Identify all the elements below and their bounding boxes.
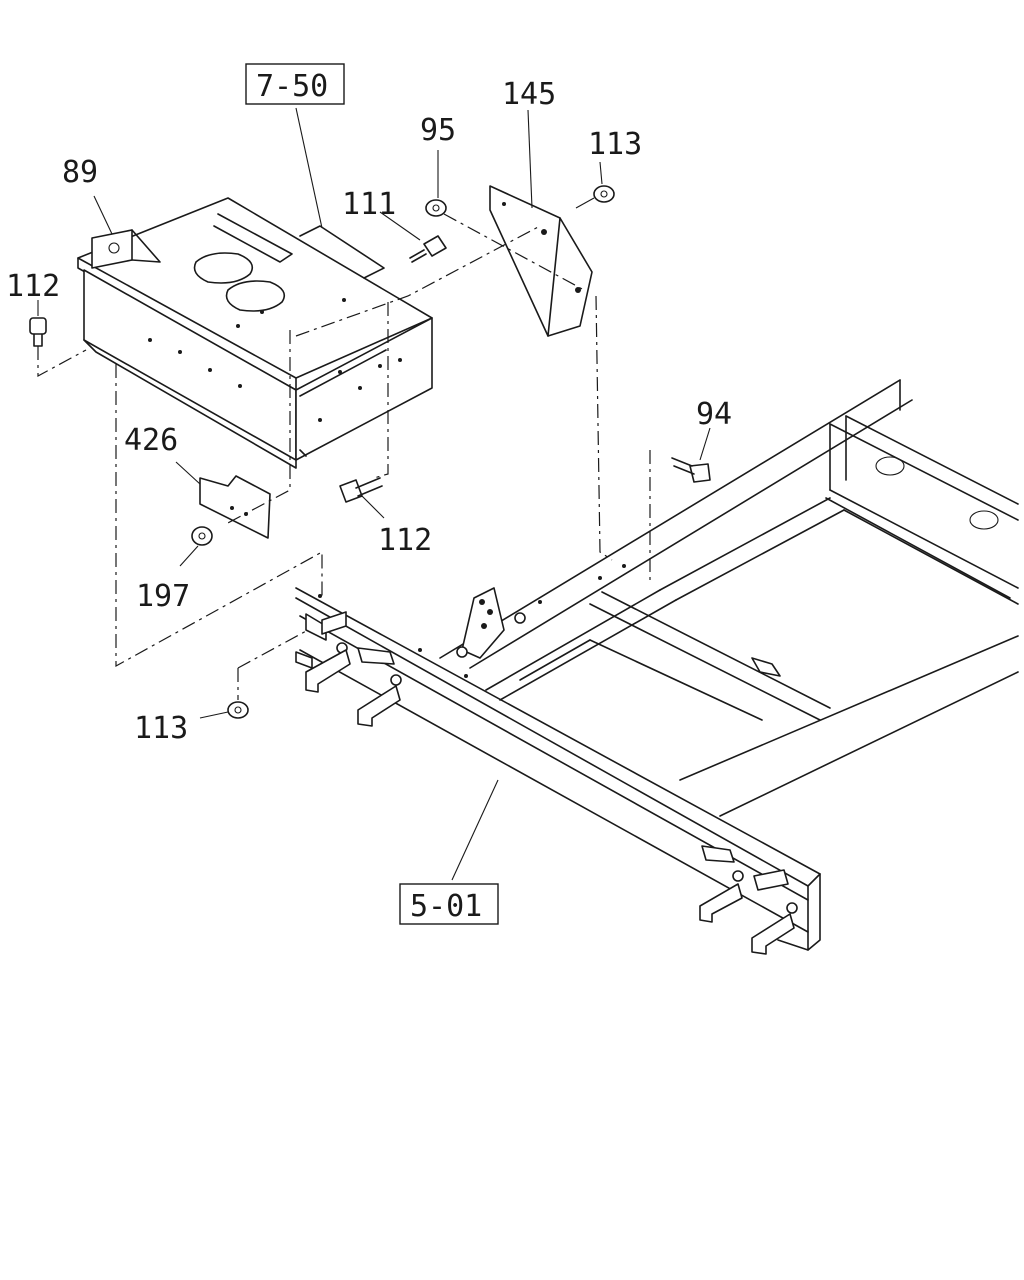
callout-94[interactable]: 94 — [696, 397, 732, 432]
fasteners — [29, 185, 711, 719]
callout-112-lower[interactable]: 112 — [378, 523, 432, 558]
ref-box-7-50-frame — [245, 63, 345, 105]
callout-95[interactable]: 95 — [420, 113, 456, 148]
battery-box — [77, 197, 433, 469]
ref-label-7-50[interactable]: 7-50 — [256, 69, 328, 104]
callout-145[interactable]: 145 — [502, 77, 556, 112]
callout-111[interactable]: 111 — [342, 187, 396, 222]
plate-426 — [199, 475, 271, 539]
callout-113-upper[interactable]: 113 — [588, 127, 642, 162]
callout-112-upper[interactable]: 112 — [6, 269, 60, 304]
bracket-145 — [489, 185, 593, 337]
ref-label-5-01[interactable]: 5-01 — [410, 889, 482, 924]
center-lines — [37, 213, 651, 700]
ref-box-5-01-frame — [399, 883, 499, 925]
callout-426[interactable]: 426 — [124, 423, 178, 458]
callout-113-lower[interactable]: 113 — [134, 711, 188, 746]
chassis-frame — [295, 379, 1019, 955]
leader-lines — [37, 107, 711, 881]
callout-197[interactable]: 197 — [136, 579, 190, 614]
callout-89[interactable]: 89 — [62, 155, 98, 190]
